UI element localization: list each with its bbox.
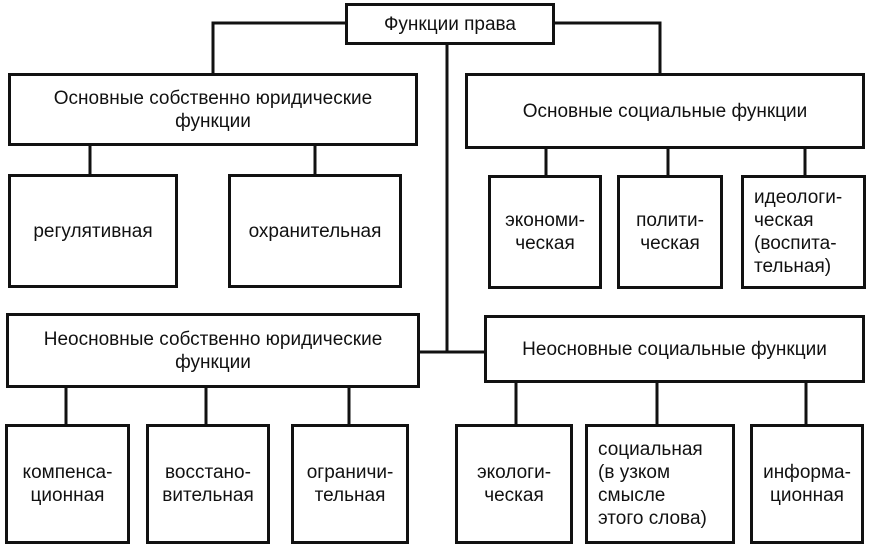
social-main-label: Основные социальные функции xyxy=(522,100,808,122)
political-box: полити- ческая xyxy=(617,175,723,289)
connector-root-social-main xyxy=(553,21,662,75)
economic-box: экономи- ческая xyxy=(488,175,602,289)
root-label: Функции права xyxy=(383,13,516,35)
political-label: полити- ческая xyxy=(636,210,704,254)
protective-box: охранительная xyxy=(228,174,402,288)
social-secondary-label: Неосновные социальные функции xyxy=(522,338,827,360)
connector-root-legal-main xyxy=(211,21,347,75)
social-box: социальная (в узком смысле этого слова) xyxy=(585,424,735,544)
social-secondary-box: Неосновные социальные функции xyxy=(484,315,865,383)
social-label: социальная (в узком смысле этого слова) xyxy=(598,439,707,529)
restorative-label: восстано- вительная xyxy=(162,462,254,506)
restrictive-box: ограничи- тельная xyxy=(291,424,409,544)
ecological-box: экологи- ческая xyxy=(455,424,573,544)
informational-label: информа- ционная xyxy=(763,462,851,506)
restrictive-label: ограничи- тельная xyxy=(306,462,394,506)
regulative-box: регулятивная xyxy=(8,174,178,288)
restorative-box: восстано- вительная xyxy=(146,424,270,544)
informational-box: информа- ционная xyxy=(750,424,864,544)
economic-label: экономи- ческая xyxy=(505,210,585,254)
ideological-box: идеологи- ческая (воспита- тельная) xyxy=(741,175,866,289)
protective-label: охранительная xyxy=(248,220,382,242)
root-box: Функции права xyxy=(345,3,555,45)
compensatory-label: компенса- ционная xyxy=(22,462,113,506)
compensatory-box: компенса- ционная xyxy=(5,424,130,544)
legal-secondary-label: Неосновные собственно юридические функци… xyxy=(43,328,383,373)
regulative-label: регулятивная xyxy=(33,220,153,242)
ecological-label: экологи- ческая xyxy=(476,462,552,506)
legal-secondary-box: Неосновные собственно юридические функци… xyxy=(6,313,420,388)
ideological-label: идеологи- ческая (воспита- тельная) xyxy=(754,187,843,277)
legal-main-box: Основные собственно юридические функции xyxy=(8,73,418,146)
social-main-box: Основные социальные функции xyxy=(465,73,865,149)
legal-main-label: Основные собственно юридические функции xyxy=(53,87,373,132)
